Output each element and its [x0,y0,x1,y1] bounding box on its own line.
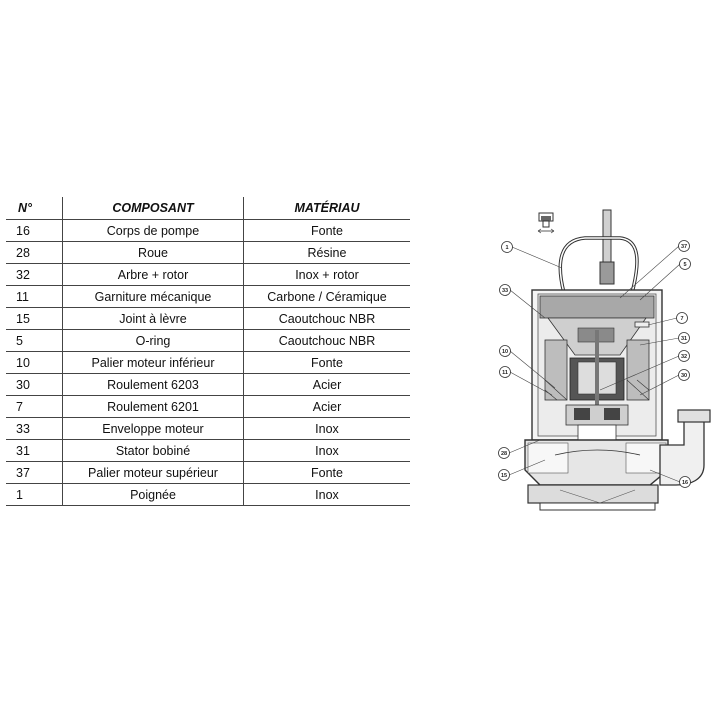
row-number: 33 [6,417,63,440]
drain-plug-drawing [537,212,555,234]
stator-drawing [544,330,650,430]
cable-gland-drawing [599,209,615,285]
row-component: O-ring [62,329,244,352]
row-component: Arbre + rotor [62,263,244,286]
row-material: Inox [243,483,410,506]
row-material: Inox [243,439,410,462]
row-material: Carbone / Céramique [243,285,410,308]
row-number: 30 [6,373,63,396]
screw-drawing [634,321,650,328]
svg-text:11: 11 [502,370,508,376]
svg-text:15: 15 [501,473,507,479]
header-component: COMPOSANT [62,197,244,220]
svg-text:30: 30 [681,373,687,379]
handle-drawing [558,236,639,294]
row-material: Inox [243,417,410,440]
row-material: Caoutchouc NBR [243,307,410,330]
svg-text:16: 16 [682,480,688,486]
svg-text:5: 5 [683,262,686,268]
callout-31: 31 [678,332,690,344]
callout-16: 16 [679,476,691,488]
row-component: Joint à lèvre [62,307,244,330]
row-component: Stator bobiné [62,439,244,462]
row-number: 7 [6,395,63,418]
pump-body-drawing [524,439,669,511]
row-material: Inox + rotor [243,263,410,286]
row-material: Résine [243,241,410,264]
row-number: 31 [6,439,63,462]
row-component: Roulement 6201 [62,395,244,418]
callout-15: 15 [498,469,510,481]
row-number: 15 [6,307,63,330]
svg-text:37: 37 [681,244,687,250]
row-number: 11 [6,285,63,308]
row-material: Caoutchouc NBR [243,329,410,352]
pump-cutaway-diagram: 1 37 5 33 7 31 10 32 11 30 28 15 16 [498,209,711,511]
discharge-outlet-drawing [659,409,711,486]
row-number: 1 [6,483,63,506]
row-material: Fonte [243,461,410,484]
row-material: Acier [243,373,410,396]
callout-28: 28 [498,447,510,459]
callout-30: 30 [678,369,690,381]
row-component: Garniture mécanique [62,285,244,308]
row-component: Roue [62,241,244,264]
callout-7: 7 [676,312,688,324]
svg-text:32: 32 [681,354,687,360]
svg-text:7: 7 [680,316,683,322]
header-material: MATÉRIAU [243,197,410,220]
row-component: Palier moteur inférieur [62,351,244,374]
callout-11: 11 [499,366,511,378]
row-number: 10 [6,351,63,374]
row-component: Palier moteur supérieur [62,461,244,484]
callout-leaders [508,245,681,483]
row-material: Fonte [243,219,410,242]
row-component: Corps de pompe [62,219,244,242]
callout-5: 5 [679,258,691,270]
row-component: Enveloppe moteur [62,417,244,440]
callout-1: 1 [501,241,513,253]
svg-text:33: 33 [502,288,508,294]
callout-37: 37 [678,240,690,252]
row-component: Roulement 6203 [62,373,244,396]
row-number: 37 [6,461,63,484]
svg-text:10: 10 [502,349,508,355]
row-number: 32 [6,263,63,286]
row-component: Poignée [62,483,244,506]
row-material: Acier [243,395,410,418]
table-header-row: N° COMPOSANT MATÉRIAU [6,197,410,220]
svg-text:1: 1 [505,245,508,251]
svg-text:28: 28 [501,451,507,457]
row-number: 16 [6,219,63,242]
svg-text:31: 31 [681,336,687,342]
seal-drawing [565,404,629,444]
callout-32: 32 [678,350,690,362]
row-number: 28 [6,241,63,264]
row-material: Fonte [243,351,410,374]
callout-33: 33 [499,284,511,296]
row-number: 5 [6,329,63,352]
callout-10: 10 [499,345,511,357]
header-number: N° [6,197,63,220]
